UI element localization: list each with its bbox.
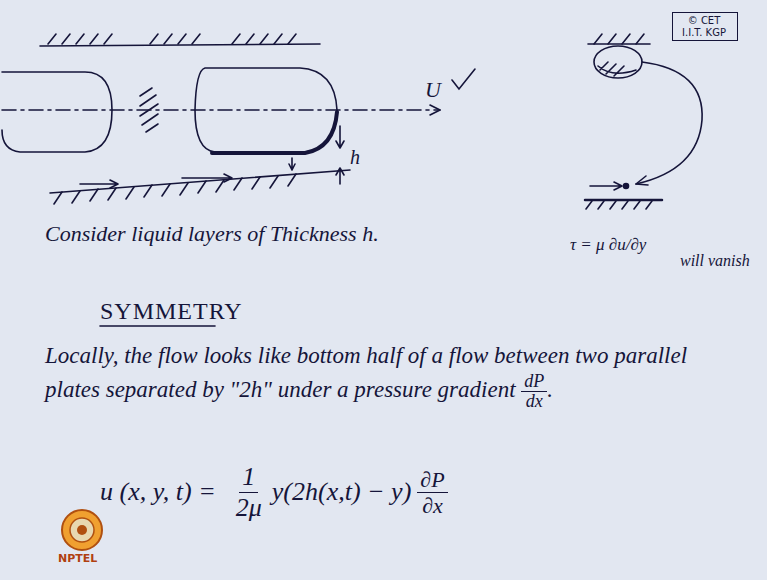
wake-hatch bbox=[140, 88, 158, 132]
section-heading: SYMMETRY bbox=[100, 298, 243, 324]
thickness-arrow bbox=[289, 158, 295, 170]
note-text: Consider liquid layers of Thickness h. bbox=[45, 222, 379, 246]
zoom-leader bbox=[636, 62, 702, 184]
check-mark bbox=[452, 69, 475, 89]
top-wall bbox=[40, 44, 320, 46]
numerator: ∂P bbox=[417, 467, 447, 493]
velocity-arrow bbox=[430, 105, 440, 115]
film-arrow bbox=[80, 180, 118, 188]
top-wall bbox=[588, 43, 650, 45]
denominator: 2μ bbox=[236, 493, 262, 523]
bubble-film-edge bbox=[212, 112, 337, 153]
equation: u (x, y, t) = 12μ y(2h(x,t) − y)∂P∂x bbox=[100, 462, 448, 523]
stamp-text: © CET I.I.T. KGP bbox=[676, 15, 732, 38]
note-text: will vanish bbox=[680, 252, 750, 270]
stamp-box: © CET I.I.T. KGP bbox=[672, 12, 738, 41]
bottom-wall bbox=[585, 199, 662, 202]
equation-term: y(2h(x,t) − y) bbox=[272, 477, 412, 507]
coefficient-fraction: 12μ bbox=[236, 462, 262, 523]
nptel-logo bbox=[62, 510, 102, 550]
denominator: dx bbox=[526, 392, 543, 411]
numerator: 1 bbox=[239, 462, 258, 493]
equation-lhs: u (x, y, t) = bbox=[100, 477, 216, 507]
punctuation: . bbox=[547, 377, 553, 402]
thickness-arrow bbox=[336, 126, 344, 148]
point bbox=[624, 184, 629, 189]
paragraph-text: Locally, the flow looks like bottom half… bbox=[45, 343, 687, 402]
pressure-gradient: ∂P∂x bbox=[417, 467, 447, 519]
film-arrow bbox=[182, 174, 232, 182]
wall-hatch bbox=[48, 34, 296, 44]
pressure-gradient: dPdx bbox=[521, 372, 547, 411]
wall-hatch bbox=[54, 174, 296, 204]
wall-hatch bbox=[586, 201, 652, 209]
zoom-leader-head bbox=[636, 176, 648, 185]
zoom-circle bbox=[594, 46, 642, 78]
bubble bbox=[2, 72, 112, 152]
wall-hatch bbox=[594, 34, 644, 44]
numerator: dP bbox=[521, 372, 547, 392]
bubble bbox=[195, 68, 337, 152]
logo-text: NPTEL bbox=[58, 553, 97, 565]
denominator: ∂x bbox=[422, 493, 443, 518]
underline bbox=[100, 325, 215, 327]
paragraph: Locally, the flow looks like bottom half… bbox=[45, 340, 715, 411]
film-arrow bbox=[590, 182, 622, 190]
velocity-label: U bbox=[425, 78, 441, 102]
zoom-detail bbox=[598, 62, 636, 76]
stress-formula: τ = μ ∂u/∂y bbox=[570, 236, 646, 255]
thickness-arrow bbox=[336, 168, 344, 184]
centerline bbox=[2, 109, 440, 111]
thickness-label: h bbox=[350, 146, 360, 168]
